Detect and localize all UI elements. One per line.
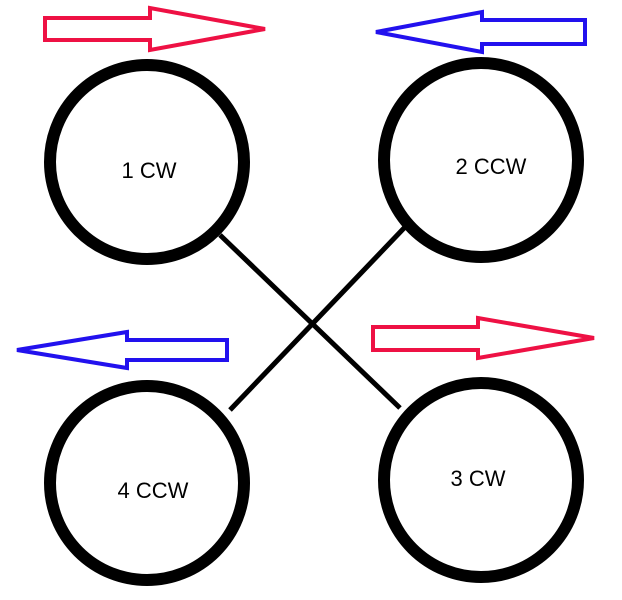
rotor-1-label: 1 CW [122, 158, 177, 183]
rotor-3-label: 3 CW [451, 466, 506, 491]
arrow-right-red-icon [371, 315, 595, 361]
rotor-4-label: 4 CCW [118, 478, 189, 503]
arrow-left-blue-icon [16, 329, 229, 371]
rotor-4-circle [44, 380, 250, 586]
arrow-left-blue-icon [375, 9, 587, 55]
frame-arm-1-3 [218, 233, 402, 410]
arrow-right-red-icon [43, 5, 266, 53]
rotor-2-label: 2 CCW [456, 154, 527, 179]
rotor-2-circle [378, 57, 584, 263]
rotor-3-circle [378, 377, 584, 583]
frame-arm-2-4 [228, 224, 408, 412]
rotor-1-circle [44, 59, 250, 265]
